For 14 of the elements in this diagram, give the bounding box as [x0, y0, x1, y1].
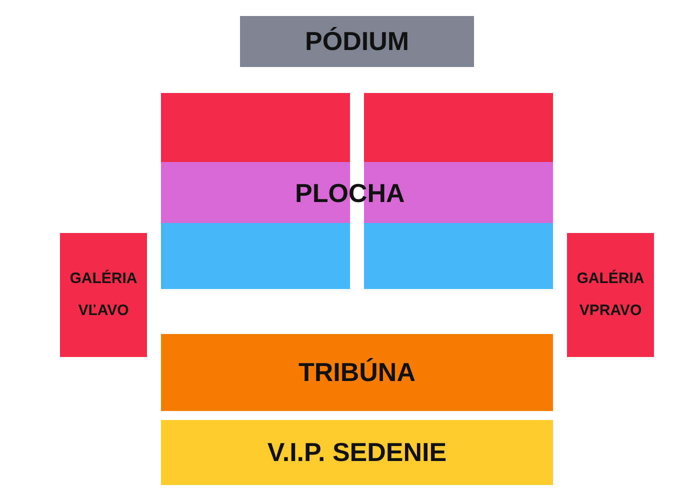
- section-label: PÓDIUM: [305, 26, 409, 57]
- vip-section: [161, 420, 553, 485]
- floor-section: [364, 223, 553, 289]
- grandstand-section: [161, 334, 553, 411]
- section-label: GALÉRIA VĽAVO: [68, 268, 138, 321]
- section-label: TRIBÚNA: [298, 357, 416, 388]
- floor-section: [161, 223, 350, 289]
- section-label: GALÉRIA VPRAVO: [576, 268, 646, 321]
- floor-section: [161, 93, 350, 162]
- stage-block: [240, 16, 474, 67]
- gallery-section: [60, 233, 147, 357]
- floor-section: [364, 93, 553, 162]
- gallery-section: [567, 233, 654, 357]
- section-label: V.I.P. SEDENIE: [267, 437, 447, 468]
